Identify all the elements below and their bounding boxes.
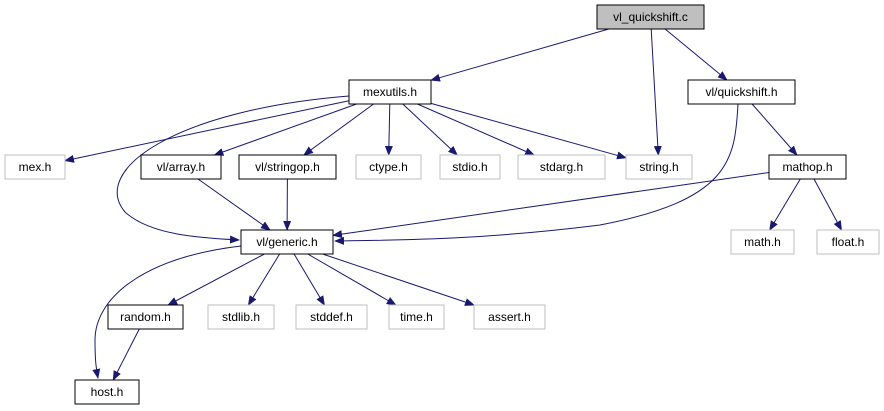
node-assert-h: assert.h (473, 304, 546, 330)
edge-vl-generic-h-to-host-h (92, 245, 242, 379)
edge-vl-generic-h-to-time-h (307, 253, 397, 306)
edge-random-h-to-host-h (112, 328, 140, 381)
node-label: float.h (832, 235, 865, 249)
node-mex-h: mex.h (4, 154, 66, 180)
node-box (238, 154, 337, 180)
node-label: vl_quickshift.c (613, 10, 688, 24)
node-vl-quickshift-h[interactable]: vl/quickshift.h (687, 79, 796, 105)
node-label: vl/array.h (157, 160, 205, 174)
node-time-h: time.h (388, 304, 445, 330)
node-box (517, 154, 606, 180)
edge-vl-quickshift-c-to-mexutils-h (430, 28, 609, 82)
edge-mexutils-h-to-vl-generic-h (116, 95, 350, 244)
node-label: vl/generic.h (256, 235, 317, 249)
edge-vl-quickshift-h-to-mathop-h (751, 103, 798, 156)
node-stddef-h: stddef.h (295, 304, 368, 330)
node-random-h[interactable]: random.h (107, 304, 184, 330)
node-ctype-h: ctype.h (355, 154, 422, 180)
node-box (295, 304, 368, 330)
edge-vl-generic-h-to-assert-h (322, 253, 475, 306)
edge-vl-generic-h-to-stdlib-h (247, 253, 281, 306)
edge-mexutils-h-to-vl-array-h (213, 103, 357, 156)
edge-mexutils-h-to-ctype-h (384, 103, 393, 156)
node-box (768, 154, 847, 180)
edge-mathop-h-to-float-h (813, 178, 842, 231)
node-vl-stringop-h[interactable]: vl/stringop.h (238, 154, 337, 180)
node-host-h[interactable]: host.h (74, 379, 140, 405)
node-box (625, 154, 693, 180)
node-vl-quickshift-c[interactable]: vl_quickshift.c (596, 4, 705, 30)
edge-vl-quickshift-c-to-string-h (650, 28, 662, 156)
node-label: mex.h (19, 160, 52, 174)
node-label: math.h (744, 235, 781, 249)
node-label: vl/quickshift.h (705, 85, 777, 99)
node-float-h: float.h (816, 229, 880, 255)
node-box (140, 154, 222, 180)
node-label: ctype.h (369, 160, 408, 174)
node-label: stdarg.h (540, 160, 583, 174)
edge-vl-array-h-to-vl-generic-h (197, 178, 271, 231)
node-label: host.h (91, 385, 124, 399)
edge-mexutils-h-to-stdio-h (402, 103, 458, 156)
node-mexutils-h[interactable]: mexutils.h (348, 79, 432, 105)
node-label: stdio.h (452, 160, 487, 174)
edge-mexutils-h-to-vl-stringop-h (303, 103, 374, 156)
node-box (4, 154, 66, 180)
nodes-layer: vl_quickshift.c mexutils.h vl/quickshift.h… (4, 4, 880, 405)
node-box (348, 79, 432, 105)
node-box (816, 229, 880, 255)
node-box (240, 229, 334, 255)
node-string-h: string.h (625, 154, 693, 180)
node-math-h: math.h (730, 229, 795, 255)
node-box (74, 379, 140, 405)
edge-mexutils-h-to-string-h (430, 102, 627, 160)
edge-mexutils-h-to-mex-h (64, 100, 350, 163)
edge-mathop-h-to-vl-generic-h (332, 172, 770, 239)
edge-mathop-h-to-math-h (769, 178, 801, 231)
node-label: stdlib.h (222, 310, 260, 324)
node-label: string.h (639, 160, 678, 174)
node-stdarg-h: stdarg.h (517, 154, 606, 180)
node-vl-array-h[interactable]: vl/array.h (140, 154, 222, 180)
node-box (439, 154, 501, 180)
node-box (596, 4, 705, 30)
edge-vl-generic-h-to-random-h (167, 253, 265, 306)
edges-layer (64, 28, 842, 381)
node-box (388, 304, 445, 330)
edge-mexutils-h-to-stdarg-h (417, 103, 536, 156)
node-vl-generic-h[interactable]: vl/generic.h (240, 229, 334, 255)
node-label: random.h (120, 310, 171, 324)
node-box (473, 304, 546, 330)
node-label: mathop.h (782, 160, 832, 174)
edge-vl-quickshift-h-to-vl-generic-h (334, 103, 739, 245)
node-box (107, 304, 184, 330)
node-label: stddef.h (310, 310, 353, 324)
node-box (207, 304, 275, 330)
node-mathop-h[interactable]: mathop.h (768, 154, 847, 180)
node-stdlib-h: stdlib.h (207, 304, 275, 330)
node-label: vl/stringop.h (255, 160, 320, 174)
node-box (355, 154, 422, 180)
node-label: time.h (400, 310, 433, 324)
node-stdio-h: stdio.h (439, 154, 501, 180)
node-label: mexutils.h (363, 85, 417, 99)
node-box (730, 229, 795, 255)
edge-vl-generic-h-to-stddef-h (293, 253, 325, 306)
node-box (687, 79, 796, 105)
edge-vl-quickshift-c-to-vl-quickshift-h (664, 28, 728, 81)
node-label: assert.h (488, 310, 531, 324)
